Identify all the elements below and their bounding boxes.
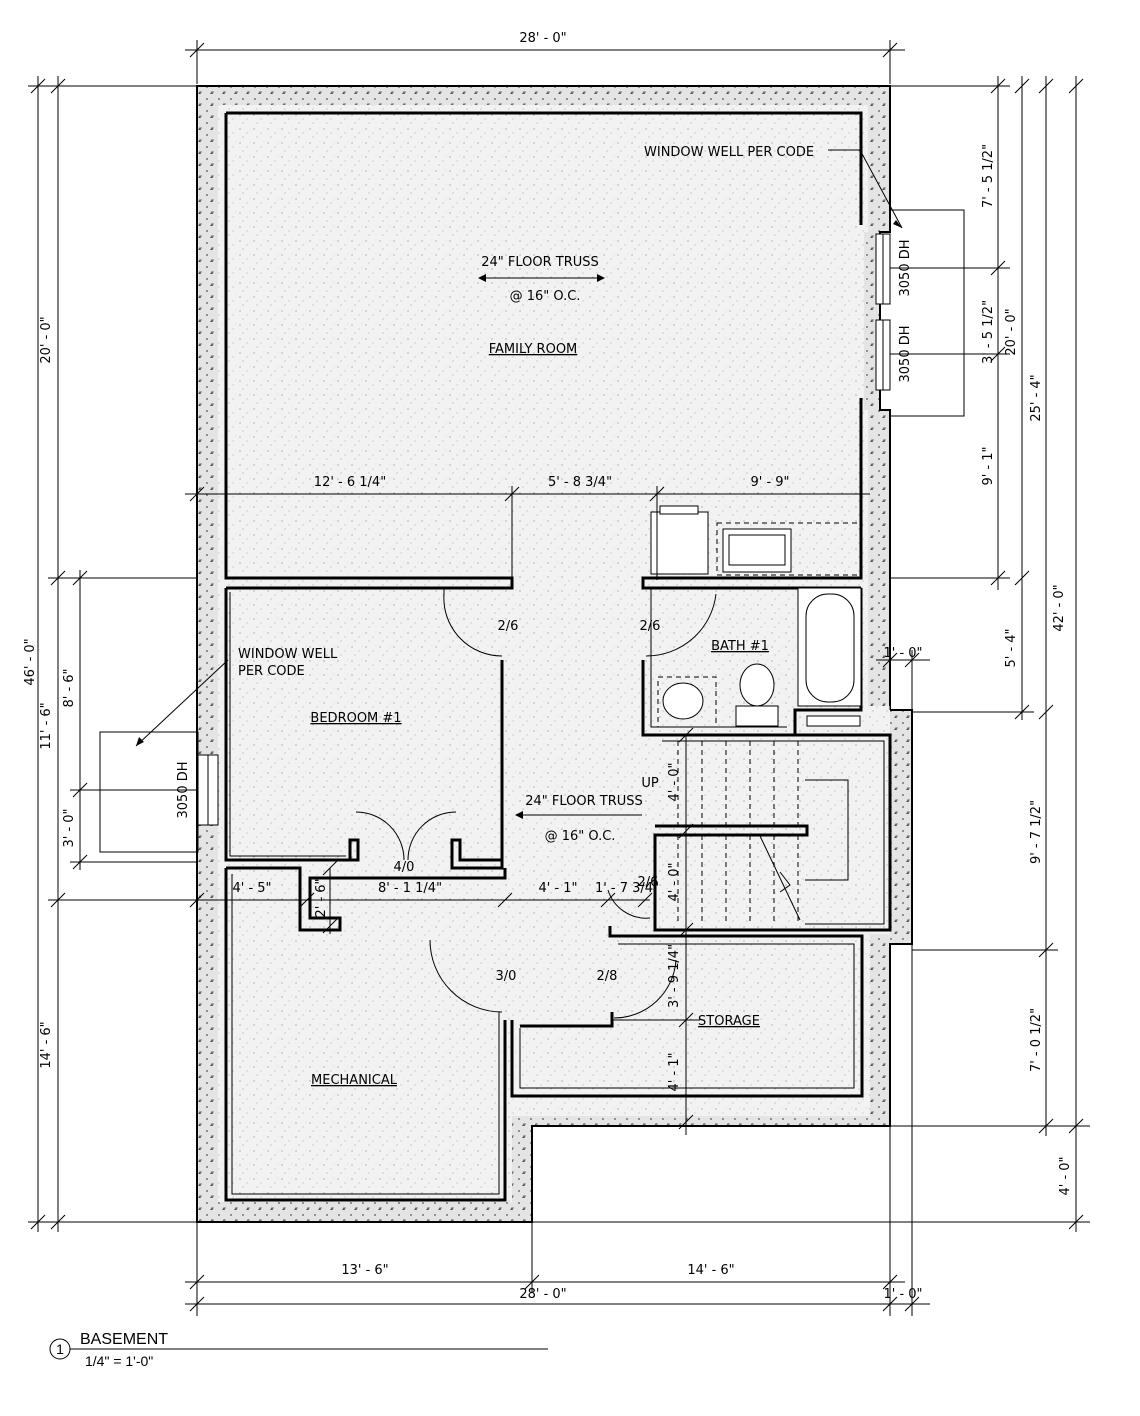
dimension-lines xyxy=(28,40,1090,1316)
window-label-2: 3050 DH xyxy=(898,325,913,382)
drawing-title: BASEMENT xyxy=(80,1331,168,1348)
toilet-icon xyxy=(735,663,779,727)
dim-stair-a: 4' - 0" xyxy=(667,762,682,801)
window-label-3: 3050 DH xyxy=(176,761,191,818)
dim-stor-a: 3' - 9 1/4" xyxy=(667,944,682,1008)
door-bedroom xyxy=(443,588,503,657)
dim-bump: 1' - 0" xyxy=(883,646,922,661)
storage-outline xyxy=(510,926,864,1098)
dim-right-25: 25' - 4" xyxy=(1029,374,1044,421)
window-well-note-top: WINDOW WELL PER CODE xyxy=(644,145,814,160)
door-tag-closet: 4/0 xyxy=(394,860,415,875)
dim-stair-b: 4' - 0" xyxy=(667,862,682,901)
dim-left-lower: 14' - 6" xyxy=(39,1021,54,1068)
stair-outline xyxy=(653,733,892,932)
dim-mid-c: 9' - 9" xyxy=(750,475,789,490)
dim-right-97: 9' - 7 1/2" xyxy=(1029,800,1044,864)
dim-left-bed-b: 3' - 0" xyxy=(62,808,77,847)
door-tag-bedroom: 2/6 xyxy=(498,619,519,634)
dim-right-twenty: 20' - 0" xyxy=(1004,308,1019,355)
room-bedroom: BEDROOM #1 xyxy=(310,711,401,726)
truss-note-top: 24" FLOOR TRUSS xyxy=(481,255,599,270)
drawing-scale: 1/4" = 1'-0" xyxy=(85,1353,153,1369)
door-tag-bath: 2/6 xyxy=(640,619,661,634)
interior-floor xyxy=(218,105,890,1202)
stair-up-label: UP xyxy=(641,776,659,791)
window-right-1 xyxy=(875,233,891,305)
vanity-icon xyxy=(716,522,861,576)
dim-hall-a: 4' - 5" xyxy=(232,881,271,896)
dim-mid-b: 5' - 8 3/4" xyxy=(548,475,612,490)
stair-treads xyxy=(677,741,849,924)
door-tag-stair: 2/6 xyxy=(638,875,659,890)
dim-hall-b: 8' - 1 1/4" xyxy=(378,881,442,896)
window-well-note-left-1: WINDOW WELL xyxy=(238,647,338,662)
laundry-sink-icon xyxy=(650,505,709,575)
door-bath xyxy=(645,593,717,657)
bath-sink-icon xyxy=(657,676,717,728)
dim-bottom-b: 14' - 6" xyxy=(687,1263,734,1278)
dim-right-42: 42' - 0" xyxy=(1052,584,1067,631)
dim-bottom-bump: 1' - 0" xyxy=(883,1287,922,1302)
window-label-1: 3050 DH xyxy=(898,239,913,296)
dim-stor-b: 4' - 1" xyxy=(667,1052,682,1091)
room-storage: STORAGE xyxy=(698,1014,760,1029)
dim-hall-e: 2' - 6" xyxy=(314,878,329,917)
window-left xyxy=(197,754,219,826)
door-tag-mechanical: 3/0 xyxy=(496,969,517,984)
truss-note-mid: 24" FLOOR TRUSS xyxy=(525,794,643,809)
bathtub-icon xyxy=(797,587,862,707)
dim-right-40: 4' - 0" xyxy=(1058,1156,1073,1195)
room-mechanical: MECHANICAL xyxy=(311,1073,398,1088)
dim-hall-c: 4' - 1" xyxy=(538,881,577,896)
dim-right-70: 7' - 0 1/2" xyxy=(1029,1008,1044,1072)
dim-bottom-a: 13' - 6" xyxy=(341,1263,388,1278)
room-bath: BATH #1 xyxy=(711,639,769,654)
window-right-2 xyxy=(875,319,891,391)
window-well-note-left-2: PER CODE xyxy=(238,664,305,679)
dim-mid-a: 12' - 6 1/4" xyxy=(314,475,386,490)
dim-right-win-c: 9' - 1" xyxy=(981,446,996,485)
shelf-icon xyxy=(806,715,861,727)
dim-left-upper: 20' - 0" xyxy=(39,316,54,363)
truss-note-top-oc: @ 16" O.C. xyxy=(510,289,581,304)
door-tag-storage: 2/8 xyxy=(597,969,618,984)
hall-closet-outline xyxy=(224,866,507,1202)
arrowheads xyxy=(136,220,902,819)
door-mechanical xyxy=(429,939,503,1013)
dim-left-mid: 11' - 6" xyxy=(39,702,54,749)
dim-left-bed-a: 8' - 6" xyxy=(62,668,77,707)
door-stair xyxy=(607,889,651,919)
drawing-title-block: 1 BASEMENT 1/4" = 1'-0" xyxy=(49,1331,548,1369)
dim-left-overall: 46' - 0" xyxy=(23,638,38,685)
dim-right-54: 5' - 4" xyxy=(1004,628,1019,667)
dim-top-overall: 28' - 0" xyxy=(519,31,566,46)
drawing-number: 1 xyxy=(56,1341,64,1357)
dim-hall-d: 1' - 7 3/4" xyxy=(595,881,659,896)
dim-right-win-a: 7' - 5 1/2" xyxy=(981,144,996,208)
door-closet xyxy=(355,811,457,861)
window-well-right xyxy=(890,209,965,417)
truss-note-mid-oc: @ 16" O.C. xyxy=(545,829,616,844)
bedroom-outline xyxy=(224,586,512,870)
room-family: FAMILY ROOM xyxy=(489,342,578,357)
door-storage xyxy=(613,959,677,1019)
window-well-left xyxy=(99,731,199,853)
dim-bottom-overall: 28' - 0" xyxy=(519,1287,566,1302)
dim-right-win-b: 3' - 5 1/2" xyxy=(981,300,996,364)
